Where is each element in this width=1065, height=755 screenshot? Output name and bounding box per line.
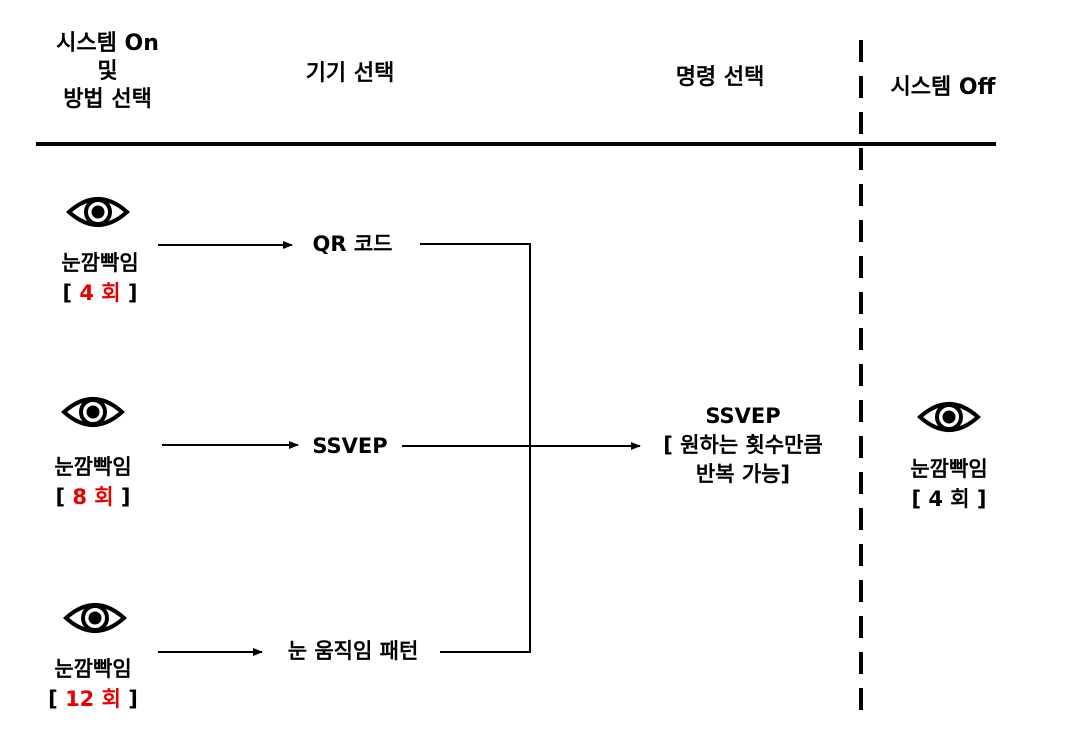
- eye-icon: [66, 192, 130, 232]
- blink-text: 눈깜빡임: [61, 251, 139, 275]
- device-ssvep: SSVEP: [312, 434, 388, 458]
- eye-icon: [61, 392, 125, 432]
- blink-label-row1: 눈깜빡임 [ 4 회 ]: [40, 248, 160, 308]
- blink-text: 눈깜빡임: [54, 455, 132, 479]
- eye-icon: [63, 598, 127, 638]
- header-system-on-line3: 방법 선택: [63, 87, 152, 112]
- blink-count: [ 12 회 ]: [48, 687, 138, 711]
- blink-text: 눈깜빡임: [54, 657, 132, 681]
- blink-count: [ 4 회 ]: [62, 281, 138, 305]
- blink-count-value: 4 회: [79, 281, 121, 305]
- command-title: SSVEP: [705, 404, 781, 428]
- header-system-on: 시스템 On 및 방법 선택: [40, 30, 175, 114]
- command-block: SSVEP [ 원하는 횟수만큼 반복 가능]: [643, 402, 843, 489]
- eye-icon: [917, 397, 981, 437]
- command-line2: [ 원하는 횟수만큼: [663, 433, 823, 457]
- connector-top: [420, 243, 531, 653]
- header-device-select: 기기 선택: [305, 61, 395, 86]
- blink-label-row3: 눈깜빡임 [ 12 회 ]: [33, 654, 153, 714]
- blink-label-row2: 눈깜빡임 [ 8 회 ]: [33, 452, 153, 512]
- command-line3: 반복 가능]: [695, 462, 791, 486]
- header-system-on-line1: 시스템 On: [56, 31, 159, 56]
- off-blink-label: 눈깜빡임 [ 4 회 ]: [889, 454, 1009, 514]
- header-system-off: 시스템 Off: [890, 75, 996, 100]
- blink-count-value: 12 회: [65, 687, 121, 711]
- device-qr-code: QR 코드: [312, 232, 393, 256]
- blink-count: [ 8 회 ]: [55, 485, 131, 509]
- blink-count: [ 4 회 ]: [911, 487, 987, 511]
- blink-text: 눈깜빡임: [910, 457, 988, 481]
- header-command-select: 명령 선택: [675, 65, 765, 90]
- device-eye-movement-pattern: 눈 움직임 패턴: [287, 639, 419, 663]
- header-system-on-line2: 및: [97, 59, 118, 84]
- blink-count-value: 8 회: [72, 485, 114, 509]
